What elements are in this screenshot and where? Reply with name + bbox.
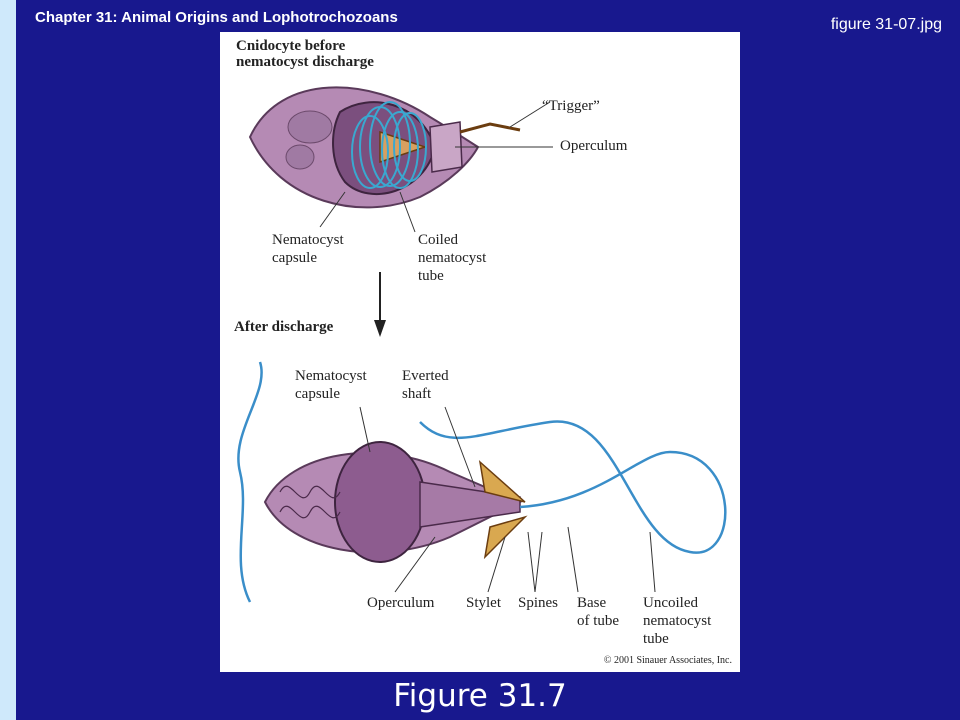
label-stylet: Stylet <box>466 595 502 611</box>
label-base-1: Base <box>577 595 607 611</box>
label-trigger: “Trigger” <box>542 98 600 114</box>
label-capsule-bottom-2: capsule <box>295 386 340 402</box>
left-accent-bar <box>0 0 16 720</box>
label-coiled-3: tube <box>418 268 444 284</box>
file-name: figure 31-07.jpg <box>830 16 942 33</box>
label-everted-2: shaft <box>402 386 432 402</box>
label-spines: Spines <box>518 595 559 611</box>
figure-panel: Cnidocyte before nematocyst discharge “T… <box>220 32 740 672</box>
label-capsule-top-2: capsule <box>272 250 317 266</box>
label-coiled-2: nematocyst <box>418 250 487 266</box>
label-operculum-top: Operculum <box>560 138 628 154</box>
label-coiled-1: Coiled <box>418 232 458 248</box>
figure-caption: Figure 31.7 <box>393 678 567 714</box>
label-uncoiled-2: nematocyst <box>643 613 712 629</box>
label-operculum-bottom: Operculum <box>367 595 435 611</box>
cnidocyte-illustration <box>237 86 727 603</box>
cnidocyte-after <box>237 361 727 603</box>
label-after-heading: After discharge <box>234 319 334 335</box>
label-uncoiled-3: tube <box>643 631 669 647</box>
label-capsule-top-1: Nematocyst <box>272 232 344 248</box>
label-capsule-bottom-1: Nematocyst <box>295 368 367 384</box>
chapter-title: Chapter 31: Animal Origins and Lophotroc… <box>35 9 398 26</box>
label-before-heading-2: nematocyst discharge <box>236 54 374 70</box>
copyright-notice: © 2001 Sinauer Associates, Inc. <box>603 655 732 666</box>
label-uncoiled-1: Uncoiled <box>643 595 698 611</box>
cnidocyte-before <box>248 86 553 233</box>
label-base-2: of tube <box>577 613 620 629</box>
label-everted-1: Everted <box>402 368 449 384</box>
discharge-arrow <box>374 272 386 337</box>
label-before-heading-1: Cnidocyte before <box>236 38 346 54</box>
